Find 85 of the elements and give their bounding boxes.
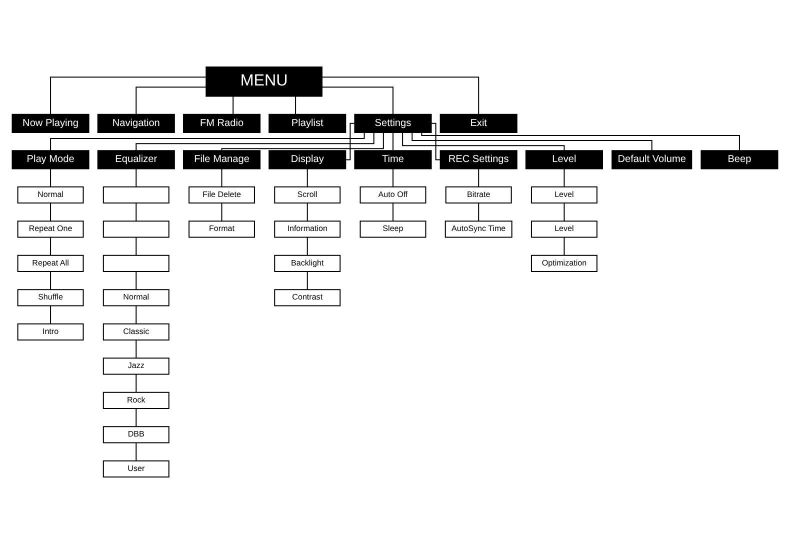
node-box: Rock xyxy=(102,391,170,408)
connector xyxy=(136,442,137,460)
node-box: User xyxy=(102,460,170,477)
node-box: Format xyxy=(188,220,255,238)
connector xyxy=(136,132,374,150)
connector xyxy=(136,271,137,289)
connector xyxy=(322,76,480,114)
node-box: Display xyxy=(268,150,346,169)
node-box: Intro xyxy=(17,322,84,340)
node-box: Play Mode xyxy=(12,150,90,169)
node-box: Equalizer xyxy=(97,150,175,169)
node-box: Time xyxy=(354,150,432,169)
connector xyxy=(136,86,206,114)
node-box: Shuffle xyxy=(17,288,84,306)
node-box: Exit xyxy=(440,113,518,132)
connector xyxy=(50,271,52,289)
node-box: Optimization xyxy=(530,254,598,272)
connector xyxy=(221,202,222,220)
node-box: REC Settings xyxy=(440,150,518,169)
connector xyxy=(478,168,480,186)
connector xyxy=(136,236,137,255)
node-box: MENU xyxy=(206,66,322,96)
connector xyxy=(432,122,440,160)
connector xyxy=(50,236,52,255)
connector xyxy=(50,305,52,324)
node-box: Jazz xyxy=(102,357,170,374)
connector xyxy=(306,271,308,289)
node-box: Normal xyxy=(102,288,170,306)
node-box: Now Playing xyxy=(12,113,90,132)
node-box: Backlight xyxy=(274,254,341,272)
connector xyxy=(478,202,480,220)
connector xyxy=(50,168,52,186)
connector xyxy=(412,132,652,150)
node-box: Information xyxy=(274,220,341,238)
node-box: Repeat All xyxy=(17,254,84,272)
connector xyxy=(306,236,308,255)
connector xyxy=(295,96,296,114)
node-box: AutoSync Time xyxy=(444,220,512,238)
node-box: Default Volume xyxy=(612,150,692,169)
node-box: Level xyxy=(530,220,598,238)
node-box: Level xyxy=(530,186,598,203)
connector xyxy=(392,168,394,186)
node-box: File Delete xyxy=(188,186,255,203)
node-box: Playlist xyxy=(268,113,346,132)
connector xyxy=(136,305,137,324)
node-box: File Manage xyxy=(182,150,261,169)
connector xyxy=(346,122,354,160)
connector xyxy=(221,132,384,150)
node-box: FM Radio xyxy=(182,113,261,132)
node-box: Level xyxy=(525,150,603,169)
connector xyxy=(421,132,740,150)
node-box: Navigation xyxy=(97,113,175,132)
connector xyxy=(50,202,52,220)
node-box xyxy=(102,186,170,203)
connector xyxy=(221,168,222,186)
connector xyxy=(322,86,394,114)
connector xyxy=(136,202,137,220)
connector xyxy=(136,168,137,186)
connector xyxy=(564,202,565,220)
connector xyxy=(564,236,565,255)
node-box: Classic xyxy=(102,322,170,340)
node-box: Bitrate xyxy=(445,186,512,203)
connector xyxy=(136,340,137,358)
connector xyxy=(402,132,565,150)
connector xyxy=(232,96,234,114)
node-box: Contrast xyxy=(274,288,341,306)
node-box xyxy=(102,220,170,238)
node-box: Scroll xyxy=(274,186,341,203)
connector xyxy=(392,132,394,150)
node-box: Auto Off xyxy=(360,186,426,203)
connector xyxy=(136,408,137,426)
connector xyxy=(306,168,308,186)
node-box: Beep xyxy=(700,150,778,169)
connector xyxy=(564,168,565,186)
connector xyxy=(392,202,394,220)
node-box: Sleep xyxy=(360,220,426,238)
connector xyxy=(50,132,365,150)
connector xyxy=(306,202,308,220)
node-box xyxy=(102,254,170,272)
connector xyxy=(136,374,137,392)
node-box: Settings xyxy=(354,113,432,132)
node-box: Repeat One xyxy=(17,220,84,238)
node-box: DBB xyxy=(102,426,170,443)
connector xyxy=(50,76,206,114)
node-box: Normal xyxy=(17,186,84,203)
